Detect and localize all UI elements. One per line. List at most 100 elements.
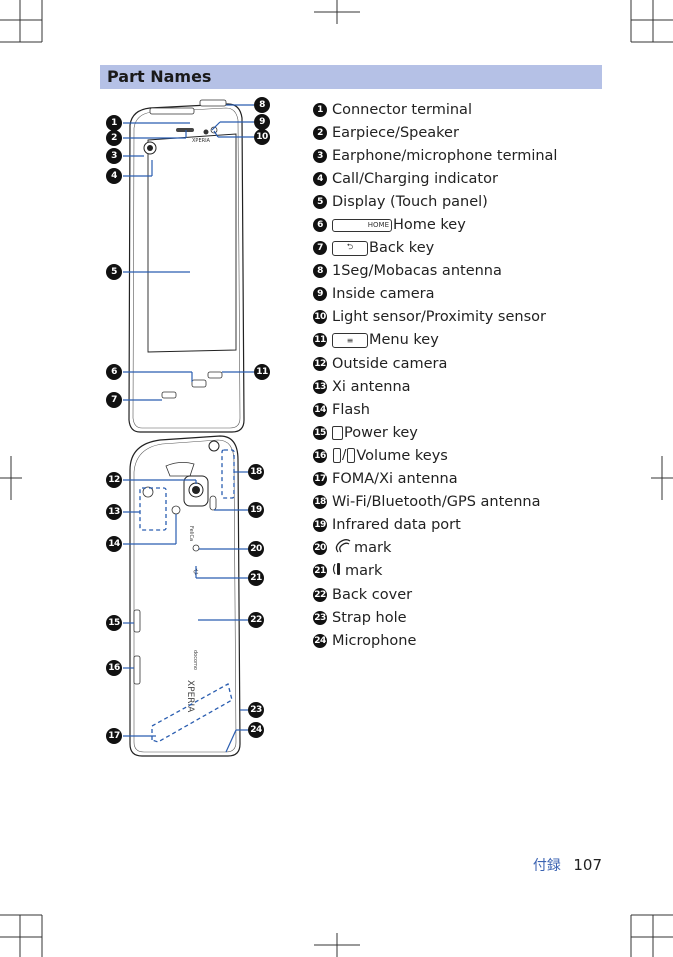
part-label: Xi antenna [332,378,411,395]
part-item: 7⮌Back key [313,237,557,260]
part-label: Back key [369,240,435,257]
part-item: 19 Infrared data port [313,514,557,537]
part-label: 1Seg/Mobacas antenna [332,263,502,280]
part-number-badge: 5 [313,194,327,209]
part-label: Back cover [332,586,413,603]
part-number-badge: 10 [313,310,327,325]
part-label: mark [345,563,383,580]
volume-up-key-icon [333,448,341,464]
diagram-callout-12: 12 [106,472,122,488]
part-label: Infrared data port [332,517,461,534]
diagram-callout-11: 11 [254,364,270,380]
part-number-badge: 6 [313,218,327,233]
part-number-badge: 3 [313,148,327,163]
part-number-badge: 20 [313,541,327,556]
part-number-badge: 2 [313,125,327,140]
diagram-callout-15: 15 [106,615,122,631]
back-antenna-outlines [139,449,235,743]
svg-text:FeliCa: FeliCa [188,526,194,541]
diagram-callout-1: 1 [106,115,122,131]
diagram-callout-23: 23 [248,702,264,718]
part-number-badge: 7 [313,241,327,256]
part-item: 17 FOMA/Xi antenna [313,468,557,491]
part-label: Light sensor/Proximity sensor [332,309,546,326]
volume-down-key-icon [347,448,356,464]
part-label: Inside camera [332,286,435,303]
diagram-callout-22: 22 [248,612,264,628]
part-label: mark [354,540,392,557]
diagram-callout-9: 9 [254,114,270,130]
front-view-phone: XPERIA [128,99,245,433]
diagram-callout-5: 5 [106,264,122,280]
part-number-badge: 19 [313,518,327,533]
part-number-badge: 9 [313,287,327,302]
part-item: 15 Power key [313,421,557,444]
part-label: Display (Touch panel) [332,193,488,210]
diagram-callout-18: 18 [248,464,264,480]
page-footer: 付録 107 [533,855,602,875]
part-item: 5 Display (Touch panel) [313,190,557,213]
diagram-callout-3: 3 [106,148,122,164]
part-number-badge: 23 [313,610,327,625]
diagram-callout-13: 13 [106,504,122,520]
part-label: Volume keys [356,447,448,464]
diagram-callout-8: 8 [254,97,270,113]
diagram-callout-21: 21 [248,570,264,586]
diagram-callout-16: 16 [106,660,122,676]
part-label: Call/Charging indicator [332,170,498,187]
diagram-callout-19: 19 [248,502,264,518]
diagram-callout-20: 20 [248,541,264,557]
part-item: 24 Microphone [313,629,557,652]
part-label: Menu key [369,332,439,349]
back-view-phone: FeliCa ⊄ docomo XPERIA [129,435,241,757]
part-number-badge: 21 [313,564,327,579]
part-number-badge: 16 [313,448,327,463]
part-label: Outside camera [332,355,448,372]
part-label: Strap hole [332,609,407,626]
power-key-icon [332,425,343,440]
volume-separator: / [342,448,347,464]
diagram-callout-4: 4 [106,168,122,184]
section-title: Part Names [107,67,212,86]
part-number-badge: 12 [313,356,327,371]
svg-text:docomo: docomo [192,650,198,670]
part-number-badge: 15 [313,425,327,440]
part-number-badge: 8 [313,264,327,279]
part-label: FOMA/Xi antenna [332,471,458,488]
part-label: Home key [393,217,466,234]
part-label: Power key [344,424,418,441]
felica-mark-icon [332,538,354,558]
diagram-callout-14: 14 [106,536,122,552]
part-item: 16 / Volume keys [313,444,557,467]
diagram-callout-24: 24 [248,722,264,738]
diagram-callout-2: 2 [106,130,122,146]
part-item: 11≡Menu key [313,329,557,352]
part-label: Flash [332,401,370,418]
part-item: 3 Earphone/microphone terminal [313,144,557,167]
diagram-callout-6: 6 [106,364,122,380]
svg-text:XPERIA: XPERIA [185,680,195,713]
part-item: 20 mark [313,537,557,560]
part-number-badge: 13 [313,379,327,394]
part-number-badge: 1 [313,102,327,117]
part-label: Earphone/microphone terminal [332,147,558,164]
part-number-badge: 18 [313,495,327,510]
part-number-badge: 4 [313,171,327,186]
part-item: 10 Light sensor/Proximity sensor [313,306,557,329]
part-number-badge: 24 [313,633,327,648]
part-item: 12 Outside camera [313,352,557,375]
part-label: Microphone [332,632,417,649]
diagram-callout-17: 17 [106,728,122,744]
footer-section: 付録 [532,858,561,874]
page-number: 107 [573,856,602,874]
front-leader-lines [123,104,254,401]
part-item: 21 mark [313,560,557,583]
menu-key-icon: ≡ [332,332,368,348]
part-number-badge: 17 [313,472,327,487]
